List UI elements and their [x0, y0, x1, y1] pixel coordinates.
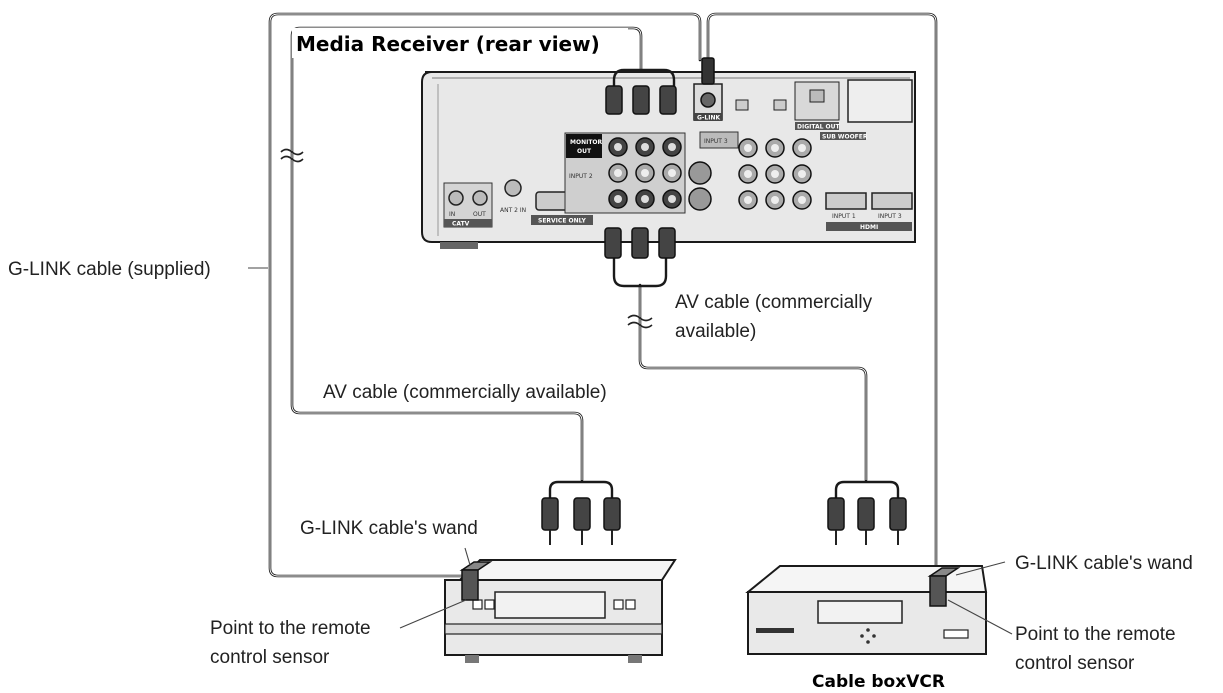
- point-left-label-line1: Point to the remote: [210, 618, 371, 639]
- av-cable-right-label-line2: available): [675, 321, 756, 342]
- catv-label: CATV: [452, 221, 470, 228]
- g-link-label: G-LINK: [697, 115, 720, 122]
- device-caption: Cable boxVCR: [812, 672, 945, 692]
- hdmi-input-1-label: INPUT 1: [832, 213, 856, 220]
- monitor-out-label-1: MONITOR: [570, 139, 603, 146]
- wand-left-label: G-LINK cable's wand: [300, 518, 478, 539]
- glink-cable-right: [706, 12, 938, 572]
- cable-box-device: [444, 559, 677, 663]
- glink-cable-left: [268, 12, 702, 578]
- receiver-title: Media Receiver (rear view): [296, 32, 600, 56]
- av-plugs-right-device: [827, 480, 907, 545]
- title-backdrop: [292, 28, 628, 58]
- leader-point-left: [399, 599, 467, 629]
- wand-right-label: G-LINK cable's wand: [1015, 553, 1193, 574]
- av-cable-right-label-line1: AV cable (commercially: [675, 292, 873, 313]
- ant-in-label: IN: [449, 211, 455, 218]
- monitor-out-label-2: OUT: [577, 148, 592, 155]
- service-only-label: SERVICE ONLY: [538, 218, 587, 225]
- point-right-label-line2: control sensor: [1015, 653, 1135, 674]
- vcr-device: [745, 565, 988, 655]
- cable-break-mark-left: [280, 148, 304, 163]
- leader-wand-right: [955, 561, 1006, 576]
- leader-point-right: [947, 599, 1013, 635]
- av-plugs-left-device: [541, 480, 621, 545]
- cable-break-mark-right: [627, 314, 653, 329]
- input-2-jacks: [608, 163, 682, 183]
- monitor-out-jacks: [608, 137, 682, 157]
- av-cable-left-label: AV cable (commercially available): [323, 382, 607, 403]
- av-cable-left: [290, 26, 643, 482]
- av-plugs-monitor-out: [605, 68, 677, 115]
- av-plugs-input: [604, 227, 676, 288]
- leader-wand-left: [464, 547, 471, 566]
- hdmi-label: HDMI: [860, 224, 878, 231]
- point-left-label-line2: control sensor: [210, 647, 330, 668]
- glink-wand-right: [927, 567, 961, 607]
- sub-woofer-label: SUB WOOFER: [822, 134, 868, 141]
- av-cable-right: [638, 283, 868, 482]
- input-1-jacks: [608, 189, 682, 209]
- input-2-label: INPUT 2: [569, 173, 593, 180]
- input-3-label: INPUT 3: [704, 138, 728, 145]
- glink-supplied-label: G-LINK cable (supplied): [8, 259, 211, 280]
- glink-plug: [701, 57, 715, 85]
- audio-jacks: [738, 138, 812, 210]
- digital-out-label: DIGITAL OUT: [797, 124, 841, 131]
- ant2-label: ANT 2 IN: [500, 207, 526, 214]
- point-right-label-line1: Point to the remote: [1015, 624, 1176, 645]
- hdmi-input-3-label: INPUT 3: [878, 213, 902, 220]
- ant-out-label: OUT: [473, 211, 486, 218]
- media-receiver-panel: IN OUT CATV ANT 2 IN SERVICE ONLY MONITO…: [421, 71, 916, 249]
